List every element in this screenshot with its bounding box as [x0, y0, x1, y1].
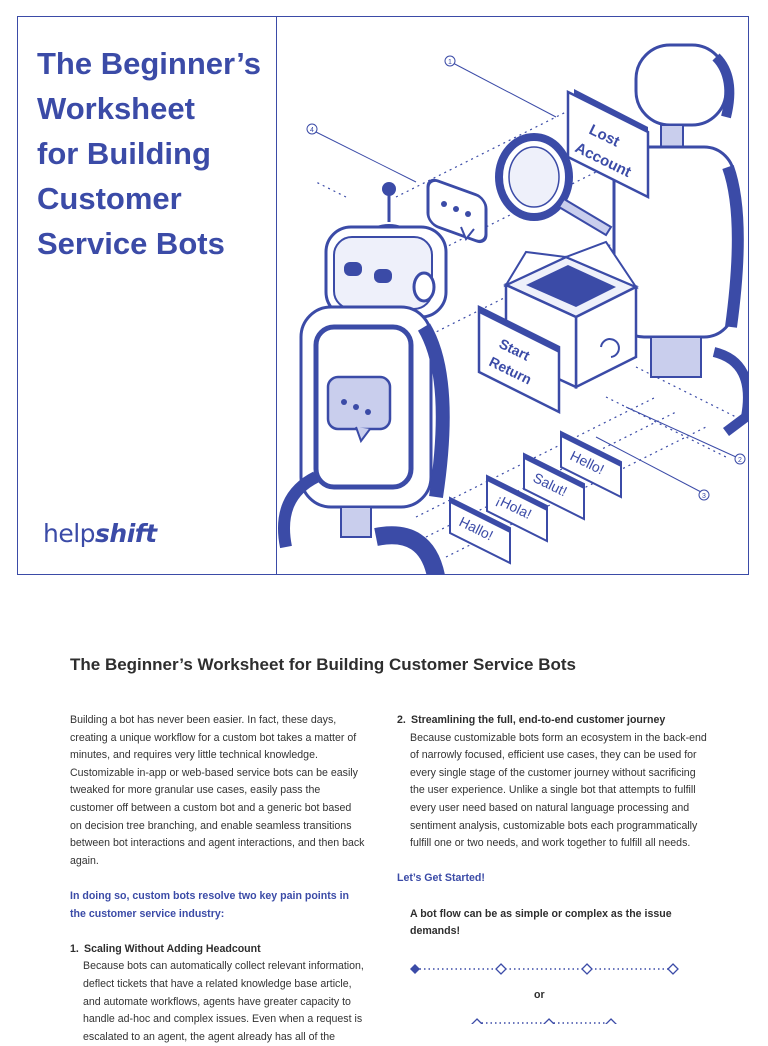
cover-panel: The Beginner’s Worksheet for Building Cu… [17, 16, 749, 575]
or-separator: or [534, 989, 545, 1001]
step-2-heading: 2. Streamlining the full, end-to-end cust… [397, 712, 707, 730]
leader-line [450, 61, 557, 118]
magnifier-icon [495, 133, 613, 237]
cover-divider [276, 17, 277, 574]
cover-title-line: for Building [37, 136, 211, 171]
flow-step-diamond [495, 963, 507, 975]
leader-line [625, 406, 737, 458]
marker-1 [444, 55, 456, 67]
marker-2 [734, 453, 746, 465]
robot-icon [278, 182, 450, 574]
complex-flow-diagram [471, 1018, 617, 1024]
flow-start-diamond [410, 964, 420, 974]
step-title: Scaling Without Adding Headcount [84, 942, 261, 955]
pain-points-heading: In doing so, custom bots resolve two key… [70, 889, 350, 920]
flow-step-diamond [605, 1018, 617, 1024]
cover-title-line: Service Bots [37, 226, 225, 261]
cover-title-line: Customer [37, 181, 182, 216]
cover-title-line: The Beginner’s [37, 46, 261, 81]
step-1-heading: 1. Scaling Without Adding Headcount [70, 941, 366, 959]
flow-caption: A bot flow can be as simple or complex a… [410, 907, 672, 938]
left-column: Building a bot has never been easier. In… [70, 712, 366, 1046]
document-title: The Beginner’s Worksheet for Building Cu… [70, 655, 577, 674]
intro-paragraph: Building a bot has never been easier. In… [70, 714, 365, 867]
marker-2-label: 2 [738, 457, 742, 464]
right-column: 2. Streamlining the full, end-to-end cust… [397, 712, 707, 941]
marker-4 [306, 123, 318, 135]
greeting-card-hello: Hello! [560, 430, 622, 499]
bot-illustration: 1 4 2 3 Lost Account [278, 43, 748, 574]
start-return-sign: Start Return [477, 304, 561, 415]
marker-3 [698, 489, 710, 501]
step-title: Streamlining the full, end-to-end custom… [411, 714, 666, 726]
flow-end-diamond [667, 963, 679, 975]
flow-step-diamond [543, 1018, 555, 1024]
helpshift-logo: helpshift [43, 519, 157, 548]
step-number: 1. [70, 942, 79, 955]
chat-bubble-icon [426, 178, 488, 244]
marker-3-label: 3 [702, 493, 706, 500]
cover-title-line: Worksheet [37, 91, 195, 126]
large-bot-outline [612, 43, 748, 436]
marker-4-label: 4 [310, 127, 314, 134]
greeting-card-hallo: Hallo! [449, 496, 511, 565]
cover-title: The Beginner’s Worksheet for Building Cu… [37, 41, 275, 266]
step-2-body: Because customizable bots form an ecosys… [410, 731, 707, 850]
logo-part-help: help [43, 519, 96, 548]
logo-part-shift: shift [95, 519, 157, 548]
step-1-body: Because bots can automatically collect r… [83, 960, 364, 1043]
marker-1-label: 1 [448, 59, 452, 66]
leader-line [311, 129, 417, 183]
flow-step-diamond [471, 1018, 483, 1024]
lost-account-sign: Lost Account [566, 89, 650, 200]
step-number: 2. [397, 714, 406, 726]
lets-get-started-heading: Let’s Get Started! [397, 872, 485, 885]
greeting-card-salut: Salut! [523, 452, 585, 521]
leader-line [595, 436, 702, 493]
flow-step-diamond [581, 963, 593, 975]
simple-flow-diagram [410, 963, 679, 975]
greeting-card-hola: ¡Hola! [486, 474, 548, 543]
